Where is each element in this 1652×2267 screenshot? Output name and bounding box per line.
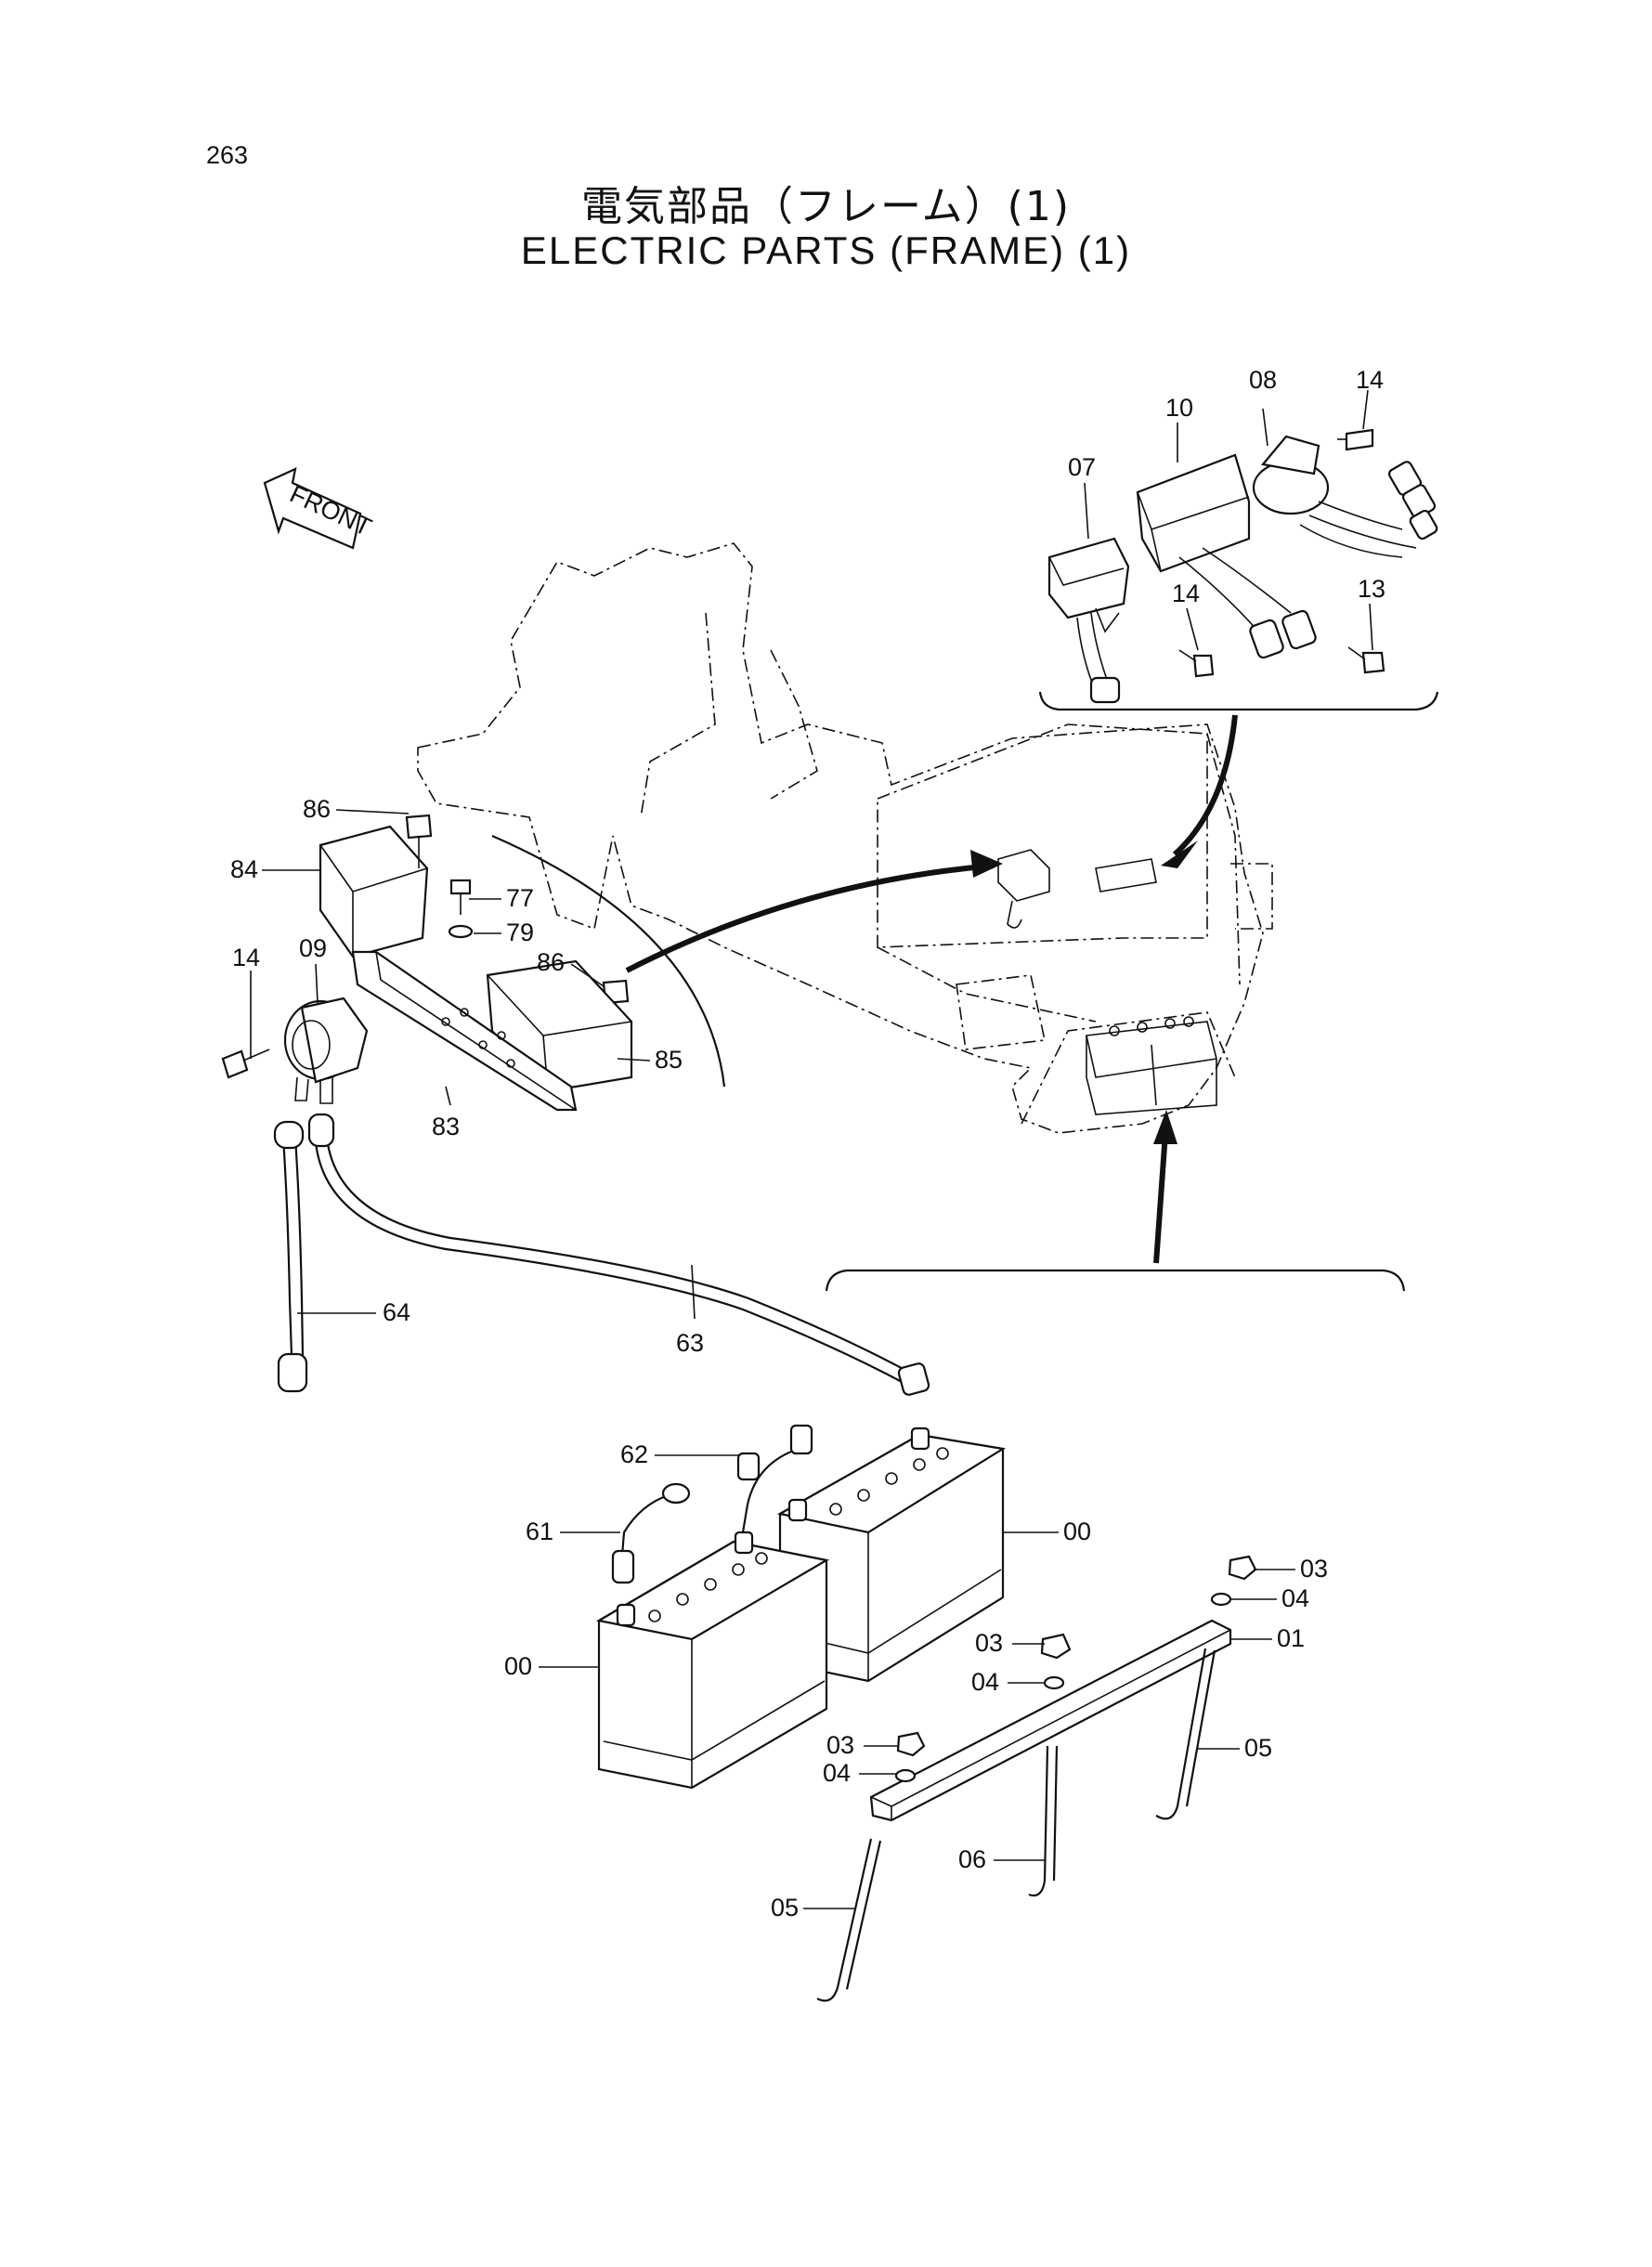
callout-00: 00 <box>1063 1518 1091 1545</box>
frame-relay-box <box>997 849 1157 929</box>
callout-86: 86 <box>537 948 565 976</box>
arrow-to-relay-box <box>625 863 995 973</box>
title-english: ELECTRIC PARTS (FRAME) (1) <box>520 228 1132 272</box>
washer-04-icon <box>1043 1675 1065 1690</box>
part-01-holddown-bar <box>869 1619 1232 1822</box>
callout-04: 04 <box>971 1668 999 1696</box>
leader-lines <box>250 389 1373 1909</box>
callout-03: 03 <box>1300 1555 1328 1583</box>
callout-08: 07 <box>1068 453 1096 481</box>
inset-bracket-bottom <box>825 1269 1406 1292</box>
bolt-86-icon <box>405 814 433 868</box>
part-08-relay <box>1047 537 1130 704</box>
title-japanese: 電気部品（フレーム）(1) <box>580 183 1071 230</box>
callouts: 86 84 77 79 86 85 09 14 83 64 63 62 61 0… <box>230 366 1385 1922</box>
callout-14: 14 <box>1356 366 1384 394</box>
callout-03: 03 <box>826 1731 854 1759</box>
bolt-14-icon <box>1347 646 1385 674</box>
callout-85: 85 <box>655 1046 683 1074</box>
callout-79: 79 <box>506 919 534 946</box>
nut-03-icon <box>896 1731 926 1757</box>
callout-14: 14 <box>1172 580 1200 607</box>
jbolt-05-icon <box>1155 1648 1216 1820</box>
part-09-buzzer <box>1252 435 1438 558</box>
washer-04-icon <box>894 1768 917 1783</box>
part-10-controller <box>1136 453 1317 659</box>
callout-13: 14 <box>232 944 260 971</box>
part-83-bracket <box>351 950 578 1112</box>
callout-04: 04 <box>823 1759 851 1787</box>
callout-14: 13 <box>1358 575 1385 603</box>
callout-00: 00 <box>504 1652 532 1680</box>
cable-62 <box>736 1424 813 1533</box>
callout-63: 63 <box>676 1329 704 1357</box>
callout-05: 05 <box>1244 1734 1272 1762</box>
callout-10: 10 <box>1165 394 1193 422</box>
bolt-77-icon <box>449 879 472 915</box>
callout-04: 04 <box>1281 1584 1309 1612</box>
bolt-14-icon <box>1337 428 1374 451</box>
jbolt-06-icon <box>1028 1745 1059 1897</box>
washer-04-icon <box>1210 1592 1232 1607</box>
jbolt-05-icon <box>816 1838 882 2002</box>
callout-83: 83 <box>432 1113 460 1140</box>
callout-64: 64 <box>383 1298 410 1326</box>
inset-bracket-left <box>491 834 726 1088</box>
nut-03-icon <box>1228 1555 1257 1581</box>
cable-63 <box>307 1113 930 1396</box>
inset-bracket-top <box>1038 691 1439 711</box>
callout-06: 06 <box>958 1845 986 1873</box>
callout-86: 86 <box>303 795 331 823</box>
frame-battery <box>1086 1016 1217 1115</box>
battery-00-front <box>595 1531 830 1790</box>
nut-03-icon <box>1040 1633 1072 1660</box>
bolt-13-icon <box>221 1049 270 1079</box>
front-arrow-icon: FRONT <box>263 467 376 550</box>
part-84-cover <box>319 825 429 958</box>
callout-09: 08 <box>1249 366 1277 394</box>
cable-61 <box>611 1482 691 1584</box>
arrow-to-battery <box>1153 1132 1168 1264</box>
page-number: 263 <box>206 141 249 169</box>
washer-79-icon <box>448 924 474 939</box>
callout-77: 77 <box>506 884 534 912</box>
cable-64 <box>273 1120 308 1393</box>
callout-01: 01 <box>1277 1624 1305 1652</box>
front-label: FRONT <box>286 480 376 541</box>
callout-61: 61 <box>526 1518 553 1545</box>
callout-05: 05 <box>771 1894 799 1922</box>
callout-07: 09 <box>299 934 327 962</box>
callout-62: 62 <box>620 1440 648 1468</box>
callout-03: 03 <box>975 1629 1003 1657</box>
bolt-14-icon <box>1178 649 1215 678</box>
part-07-battery-relay <box>283 997 369 1104</box>
callout-84: 84 <box>230 855 258 883</box>
battery-00-rear <box>776 1427 1007 1683</box>
arrow-to-relays <box>1172 714 1238 857</box>
machine-frame <box>417 542 1273 1134</box>
